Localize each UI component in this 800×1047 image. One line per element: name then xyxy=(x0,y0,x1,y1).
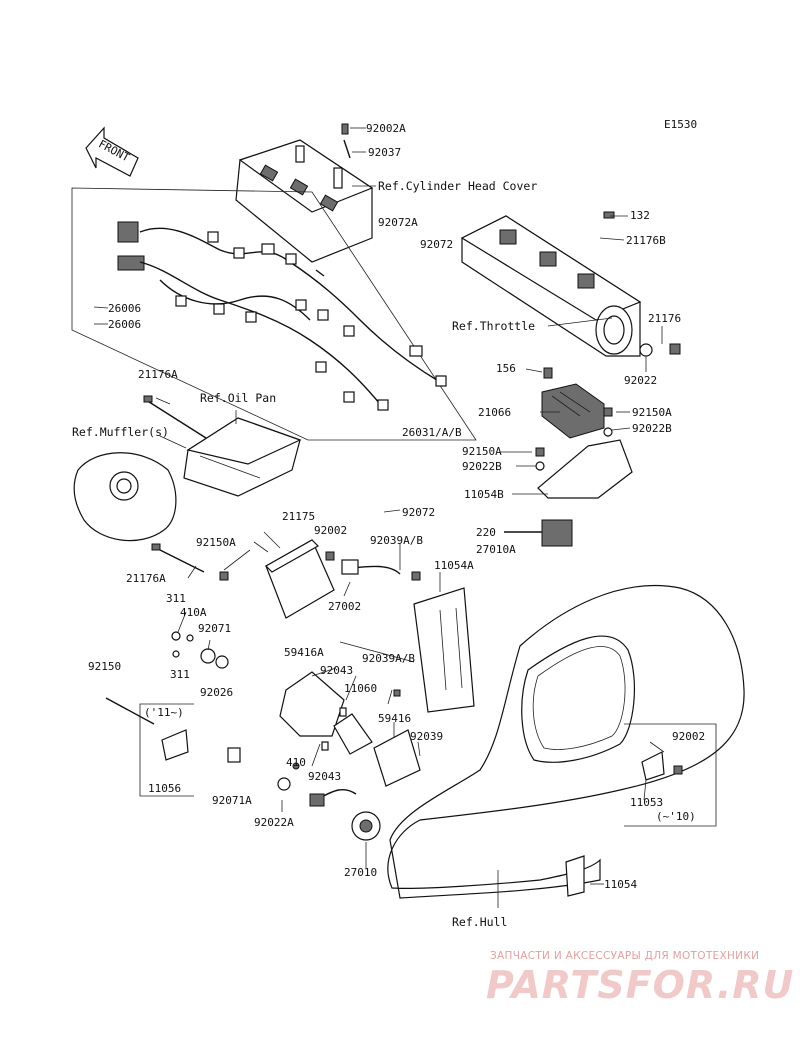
part-21175: 21175 xyxy=(282,510,315,523)
box-59416a-drawing xyxy=(279,671,421,787)
ref-throttle: Ref.Throttle xyxy=(452,319,535,333)
part-92043-b: 92043 xyxy=(308,770,341,783)
part-92150A-right: 92150A xyxy=(632,406,672,419)
part-92039AB: 92039A/B xyxy=(370,534,423,547)
part-311-a: 311 xyxy=(166,592,186,605)
part-21176B: 21176B xyxy=(626,234,666,247)
part-26031: 26031/A/B xyxy=(402,426,462,439)
part-59416: 59416 xyxy=(378,712,411,725)
part-27002: 27002 xyxy=(328,600,361,613)
part-26006-a: 26006 xyxy=(108,302,141,315)
cdi-unit-drawing xyxy=(265,539,401,619)
part-220: 220 xyxy=(476,526,496,539)
regulator-drawing xyxy=(504,383,633,547)
cylinder-head-cover-drawing xyxy=(235,139,374,263)
part-92037: 92037 xyxy=(368,146,401,159)
part-11-year-note: ('11~) xyxy=(144,706,184,719)
part-21176A-bottom: 21176A xyxy=(126,572,166,585)
part-92002A: 92002A xyxy=(366,122,406,135)
part-92039: 92039 xyxy=(410,730,443,743)
part-92071: 92071 xyxy=(198,622,231,635)
ref-hull: Ref.Hull xyxy=(452,915,507,929)
part-27010: 27010 xyxy=(344,866,377,879)
diagram-code: E1530 xyxy=(664,118,697,131)
part-92022A: 92022A xyxy=(254,816,294,829)
motor-27010-drawing xyxy=(309,788,381,841)
part-11054: 11054 xyxy=(604,878,637,891)
part-92072: 92072 xyxy=(420,238,453,251)
oil-pan-drawing xyxy=(183,417,302,497)
ref-oil-pan: Ref.Oil Pan xyxy=(200,391,276,405)
part-27010A: 27010A xyxy=(476,543,516,556)
part-92150A-mid: 92150A xyxy=(462,445,502,458)
bracket-11056-box xyxy=(105,697,194,797)
part-92043-a: 92043 xyxy=(320,664,353,677)
part-59416A: 59416A xyxy=(284,646,324,659)
part-410: 410 xyxy=(286,756,306,769)
part-11054A: 11054A xyxy=(434,559,474,572)
part-21176A: 21176A xyxy=(138,368,178,381)
part-156: 156 xyxy=(496,362,516,375)
part-11060: 11060 xyxy=(344,682,377,695)
part-92002-right: 92002 xyxy=(672,730,705,743)
part-92026: 92026 xyxy=(200,686,233,699)
watermark-brand: PARTSFOR.RU xyxy=(486,963,795,1007)
part-92150A-left: 92150A xyxy=(196,536,236,549)
bracket-11054a-drawing xyxy=(413,587,475,713)
fasteners xyxy=(171,123,683,897)
watermark-tagline: ЗАПЧАСТИ И АКСЕССУАРЫ ДЛЯ МОТОТЕХНИКИ xyxy=(490,950,760,962)
throttle-drawing xyxy=(460,215,642,357)
part-92002-mid: 92002 xyxy=(314,524,347,537)
part-21066: 21066 xyxy=(478,406,511,419)
part-11054B: 11054B xyxy=(464,488,504,501)
part-92039AB-b: 92039A/B xyxy=(362,652,415,665)
part-92022B-mid: 92022B xyxy=(462,460,502,473)
ref-cylinder-head-cover: Ref.Cylinder Head Cover xyxy=(378,179,537,193)
muffler-drawing xyxy=(73,452,177,542)
part-92022B-right: 92022B xyxy=(632,422,672,435)
part-92022: 92022 xyxy=(624,374,657,387)
part-132: 132 xyxy=(630,209,650,222)
ref-muffler: Ref.Muffler(s) xyxy=(72,425,169,439)
part-11056: 11056 xyxy=(148,782,181,795)
part-311-b: 311 xyxy=(170,668,190,681)
part-26006-b: 26006 xyxy=(108,318,141,331)
hull-drawing xyxy=(387,584,745,899)
part-92072A: 92072A xyxy=(378,216,418,229)
part-10-year-note: (~'10) xyxy=(656,810,696,823)
part-92072-b: 92072 xyxy=(402,506,435,519)
wiring-harness-box xyxy=(71,187,477,441)
part-410A: 410A xyxy=(180,606,207,619)
small-bracket-11053 xyxy=(624,723,717,827)
part-92150: 92150 xyxy=(88,660,121,673)
part-92071A: 92071A xyxy=(212,794,252,807)
leader-lines xyxy=(93,127,665,908)
front-arrow: FRONT xyxy=(85,126,139,177)
part-11053: 11053 xyxy=(630,796,663,809)
part-21176: 21176 xyxy=(648,312,681,325)
